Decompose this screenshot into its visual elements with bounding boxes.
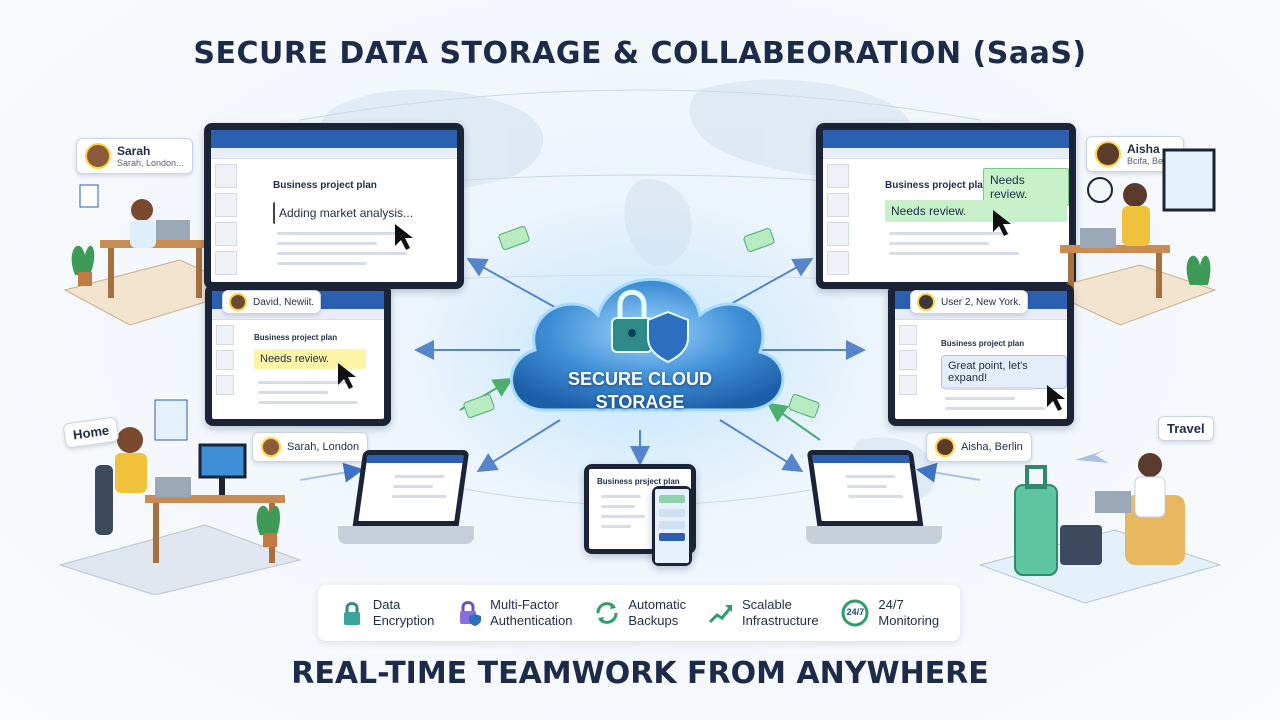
- secure-cloud-icon: [510, 277, 785, 412]
- user-label: User 2, New York.: [941, 296, 1022, 308]
- feature-label-line2: Authentication: [490, 613, 573, 628]
- sync-icon: [596, 602, 618, 624]
- feature-label-line2: Encryption: [372, 613, 435, 628]
- clock-24-7-icon: 24/7: [840, 598, 870, 628]
- avatar-icon: [229, 293, 247, 311]
- user-badge-aisha-bottom: Aisha, Berlin: [926, 432, 1032, 462]
- feature-label-line2: Backups: [628, 613, 679, 628]
- page-title: SECURE DATA STORAGE & COLLABEORATION (Sa…: [193, 36, 1087, 71]
- data-packet-icons: [463, 226, 820, 418]
- aisha-desk-illustration: [1043, 148, 1217, 326]
- feature-label-line1: Automatic: [628, 597, 687, 612]
- user-badge-sarah: Sarah Sarah, London...: [76, 138, 193, 174]
- user-label: Aisha, Berlin: [961, 441, 1023, 453]
- growth-chart-icon: [708, 605, 733, 624]
- cloud-label: SECURE CLOUD STORAGE: [540, 368, 740, 414]
- user-badge-user2: User 2, New York.: [910, 290, 1029, 314]
- comment-bubble: Needs review.: [983, 168, 1069, 206]
- document-editor[interactable]: Business project plan Needs review. Need…: [823, 130, 1069, 282]
- laptop-right: [802, 450, 942, 550]
- travel-worker-illustration: [978, 450, 1222, 604]
- smartphone: [652, 486, 692, 566]
- feature-label-line1: Multi-Factor: [490, 597, 559, 612]
- travel-sign: Travel: [1158, 416, 1214, 441]
- avatar-icon: [917, 293, 935, 311]
- user-location: Bcifa, Berlin: [1127, 156, 1176, 166]
- feature-label-line1: Scalable: [741, 597, 792, 612]
- avatar-icon: [85, 143, 111, 169]
- user-badge-sarah-bottom: Sarah, London: [252, 432, 369, 462]
- document-title: Business project plan: [941, 339, 1025, 348]
- cursor-icon: [338, 363, 356, 389]
- cloud-label-line1: SECURE CLOUD: [567, 369, 712, 389]
- user-label: David, Newiit.: [253, 296, 315, 308]
- document-editor[interactable]: Business project plan Needs review.: [212, 291, 384, 419]
- user-location: Sarah, London...: [117, 158, 184, 168]
- laptop-left: [338, 450, 478, 550]
- sarah-desk-illustration: [63, 184, 247, 326]
- clock-badge: 24/7: [846, 607, 865, 617]
- cloud-label-line2: STORAGE: [595, 392, 685, 412]
- home-worker-illustration: [58, 399, 302, 595]
- feature-label-line1: Data: [372, 597, 401, 612]
- user-name: Aisha: [1127, 142, 1160, 156]
- feature-label-line2: Infrastructure: [741, 613, 819, 628]
- user-name: Sarah: [117, 144, 151, 158]
- feature-label-line2: Monitoring: [878, 613, 940, 628]
- document-title: Business project plan: [885, 180, 989, 191]
- shield-lock-icon: [460, 601, 482, 626]
- document-title: Business project plan: [273, 180, 377, 191]
- highlighted-text[interactable]: Needs review.: [885, 200, 1067, 222]
- cursor-icon: [1047, 385, 1065, 411]
- user-badge-david: David, Newiit.: [222, 290, 322, 314]
- avatar-icon: [1095, 141, 1121, 167]
- feature-label-line1: 24/7: [878, 597, 904, 612]
- laptop-screen[interactable]: [812, 455, 918, 521]
- editing-text[interactable]: Adding market analysis...: [273, 202, 419, 224]
- cursor-icon: [993, 210, 1011, 236]
- document-title: Business project plan: [254, 333, 338, 342]
- lock-icon: [343, 602, 360, 625]
- monitor-top-left: Business project plan Adding market anal…: [204, 123, 464, 289]
- cursor-icon: [395, 224, 413, 250]
- monitor-top-right: Business project plan Needs review. Need…: [816, 123, 1076, 289]
- document-title: Business prsject plan: [597, 477, 680, 486]
- smartphone-screen[interactable]: [655, 489, 689, 563]
- document-editor[interactable]: Business project plan Adding market anal…: [211, 130, 457, 282]
- avatar-icon: [935, 437, 955, 457]
- laptop-screen[interactable]: [358, 455, 464, 521]
- avatar-icon: [261, 437, 281, 457]
- comment-text[interactable]: Great point, let's expand!: [941, 355, 1067, 389]
- user-label: Sarah, London: [287, 441, 360, 453]
- tagline: REAL-TIME TEAMWORK FROM ANYWHERE: [291, 656, 989, 691]
